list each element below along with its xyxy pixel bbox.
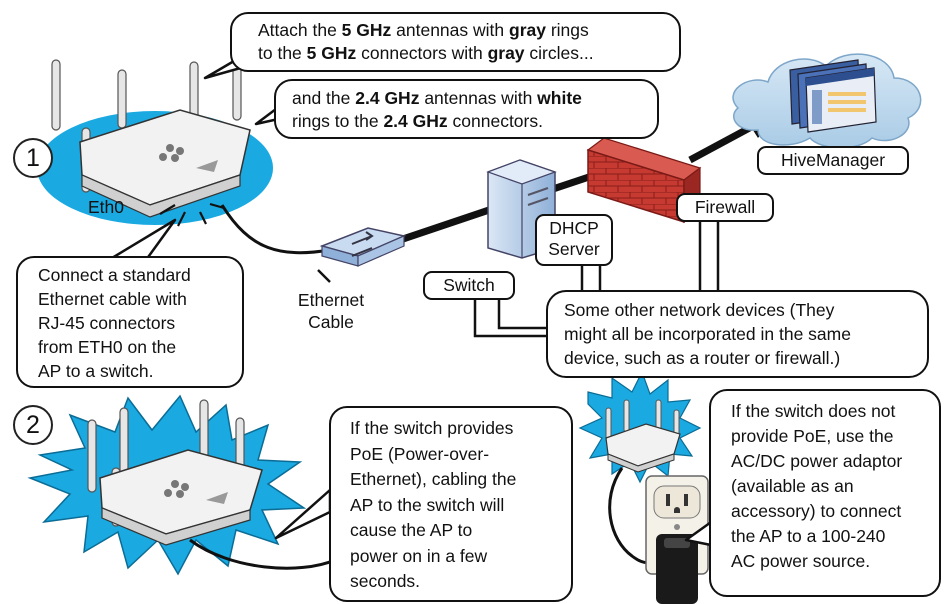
hivemanager-label: HiveManager (757, 146, 909, 175)
switch-label: Switch (423, 271, 515, 300)
ethernet-line-4: from ETH0 on the (38, 337, 177, 357)
network-switch-icon (319, 227, 407, 267)
ethernet-cable-label-line2: Cable (308, 312, 354, 332)
step-two-marker: 2 (13, 405, 53, 445)
firewall-label: Firewall (676, 193, 774, 222)
poe-line-1: If the switch provides (350, 418, 514, 438)
ethernet-cable-label-line1: Ethernet (297, 290, 365, 310)
hivemanager-window-icon (789, 59, 877, 133)
ethernet-line-2: Ethernet cable with (38, 289, 187, 309)
connection-rays (159, 202, 225, 227)
poe-line-5: cause the AP to (350, 520, 473, 540)
access-point-adaptor-icon (605, 399, 681, 473)
no-poe-line-3: AC/DC power adaptor (731, 451, 903, 471)
no-poe-line-5: accessory) to connect (731, 501, 902, 521)
ethernet-line-1: Connect a standard (38, 265, 191, 285)
poe-line-2: PoE (Power-over- (350, 443, 490, 464)
antenna-24ghz-callout: and the 2.4 GHz antennas with white ring… (274, 79, 659, 139)
poe-cable-line (189, 538, 336, 570)
ethernet-line-3: RJ-45 connectors (38, 313, 176, 333)
other-devices-callout: Some other network devices (They might a… (546, 290, 929, 378)
power-adaptor-plug-icon (656, 534, 698, 604)
firewall-cloud-link (688, 121, 757, 164)
poe-line-7: seconds. (350, 571, 421, 591)
poe-line-4: AP to the switch will (350, 494, 505, 515)
other-devices-line-3: device, such as a router or firewall.) (564, 348, 841, 368)
access-point-device-icon (51, 59, 251, 218)
no-poe-line-6: the AP to a 100-240 (731, 526, 886, 546)
no-poe-line-4: (available as an (731, 476, 854, 496)
poe-line-6: power on in a few (350, 545, 488, 566)
poe-callout: If the switch provides PoE (Power-over- … (329, 406, 573, 602)
access-point-poe-icon (87, 399, 263, 546)
dhcp-server-label: DHCP Server (535, 214, 613, 266)
step-one-marker: 1 (13, 138, 53, 178)
no-poe-line-1: If the switch does not (731, 401, 896, 421)
other-devices-line-2: might all be incorporated in the same (564, 324, 851, 344)
dhcp-server-label-line2: Server (548, 239, 600, 259)
no-poe-line-2: provide PoE, use the (731, 426, 894, 446)
ethernet-line-5: AP to a switch. (38, 361, 154, 381)
antenna-5ghz-callout: Attach the 5 GHz antennas with gray ring… (230, 12, 681, 72)
poe-line-3: Ethernet), cabling the (350, 469, 517, 489)
ethernet-cable-line (220, 204, 331, 255)
eth0-label: Eth0 (88, 197, 124, 217)
switch-server-link (398, 204, 497, 244)
callout-connectors (317, 216, 720, 338)
dhcp-server-label-line1: DHCP (549, 218, 599, 238)
no-poe-line-7: AC power source. (731, 551, 871, 571)
no-poe-callout: If the switch does not provide PoE, use … (709, 389, 941, 597)
ethernet-instructions-callout: Connect a standard Ethernet cable with R… (16, 256, 244, 388)
other-devices-line-1: Some other network devices (They (564, 300, 835, 320)
ethernet-cable-label: Ethernet Cable (286, 289, 376, 333)
